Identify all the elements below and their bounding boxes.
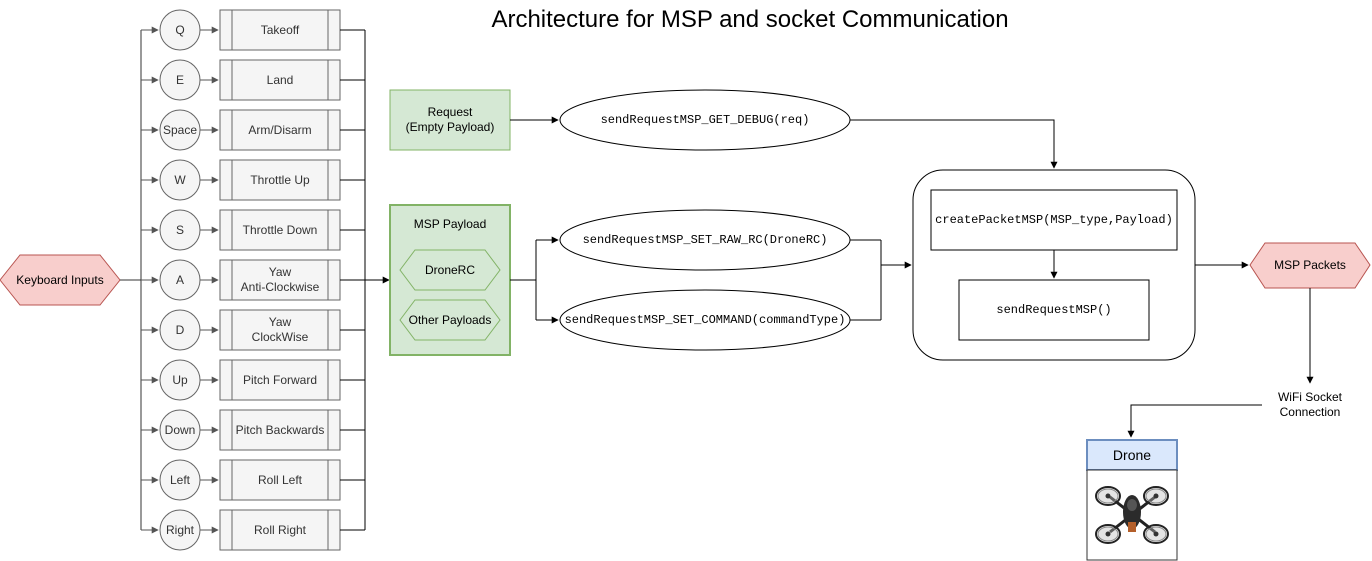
send-request-box xyxy=(958,279,1150,341)
msp-packets-hexagon xyxy=(1249,242,1371,289)
dronerc-hexagon xyxy=(399,249,501,291)
action-boxes xyxy=(219,9,341,551)
action-box xyxy=(219,459,341,501)
drone-image xyxy=(1095,486,1169,544)
key-circle xyxy=(159,9,201,51)
action-box xyxy=(219,209,341,251)
action-box xyxy=(219,359,341,401)
request-merge-connectors xyxy=(850,239,912,321)
action-label: Yaw Anti-Clockwise xyxy=(240,265,320,294)
key-circle xyxy=(159,509,201,551)
payload-split-connectors xyxy=(510,236,559,324)
request-box-label: Request (Empty Payload) xyxy=(405,105,495,134)
key-circle xyxy=(159,59,201,101)
action-label: Yaw ClockWise xyxy=(251,315,309,344)
key-circle xyxy=(159,409,201,451)
wifi-to-drone-arrow xyxy=(1127,404,1265,438)
key-circles xyxy=(159,9,201,551)
other-payloads-label: Other Payloads xyxy=(408,312,492,327)
set-raw-rc-label: sendRequestMSP_SET_RAW_RC(DroneRC) xyxy=(582,232,828,247)
key-label: Up xyxy=(172,372,188,387)
wifi-socket-label: WiFi Socket Connection xyxy=(1262,388,1358,422)
action-label: Roll Right xyxy=(253,522,307,537)
action-label: Pitch Forward xyxy=(242,372,318,387)
action-label: Land xyxy=(266,72,294,87)
key-circle xyxy=(159,159,201,201)
key-label: Left xyxy=(169,472,190,487)
create-packet-box xyxy=(930,189,1178,251)
request-box xyxy=(389,89,511,151)
key-label: Down xyxy=(164,422,196,437)
key-circle xyxy=(159,359,201,401)
action-bus-ticks xyxy=(340,29,365,531)
key-label: A xyxy=(175,272,184,287)
other-payloads-hexagon xyxy=(399,299,501,341)
key-circle xyxy=(159,459,201,501)
action-box xyxy=(219,509,341,551)
action-label: Takeoff xyxy=(260,22,300,37)
get-debug-label: sendRequestMSP_GET_DEBUG(req) xyxy=(600,112,810,127)
action-label: Pitch Backwards xyxy=(235,422,325,437)
key-circle xyxy=(159,309,201,351)
action-box xyxy=(219,409,341,451)
key-label: E xyxy=(175,72,184,87)
drone-label: Drone xyxy=(1112,446,1152,463)
action-box xyxy=(219,159,341,201)
key-circle xyxy=(159,259,201,301)
key-label: Right xyxy=(165,522,194,537)
action-label: Throttle Down xyxy=(242,222,318,237)
key-circle xyxy=(159,209,201,251)
action-label: Arm/Disarm xyxy=(248,122,312,137)
key-label: S xyxy=(175,222,184,237)
key-circle xyxy=(159,109,201,151)
key-label: D xyxy=(175,322,185,337)
create-packet-label: createPacketMSP(MSP_type,Payload) xyxy=(935,212,1173,227)
action-box xyxy=(219,109,341,151)
send-request-label: sendRequestMSP() xyxy=(996,302,1112,317)
key-arrows xyxy=(141,26,219,534)
msp-packets-label: MSP Packets xyxy=(1274,258,1346,272)
action-box xyxy=(219,59,341,101)
action-box xyxy=(219,309,341,351)
action-merge-connectors xyxy=(364,30,390,530)
msp-payload-title: MSP Payload xyxy=(413,216,487,231)
key-label: Q xyxy=(175,22,185,37)
set-command-label: sendRequestMSP_SET_COMMAND(commandType) xyxy=(564,312,846,327)
action-label: Throttle Up xyxy=(250,172,310,187)
action-box xyxy=(219,9,341,51)
diagram-title: Architecture for MSP and socket Communic… xyxy=(491,6,1009,33)
action-label: Roll Left xyxy=(257,472,303,487)
get-debug-arrow xyxy=(850,119,1058,169)
key-label: W xyxy=(174,172,186,187)
key-label: Space xyxy=(162,122,198,137)
dronerc-label: DroneRC xyxy=(424,262,475,277)
keyboard-fanout-connectors xyxy=(120,30,142,530)
keyboard-inputs-label: Keyboard Inputs xyxy=(16,272,104,287)
